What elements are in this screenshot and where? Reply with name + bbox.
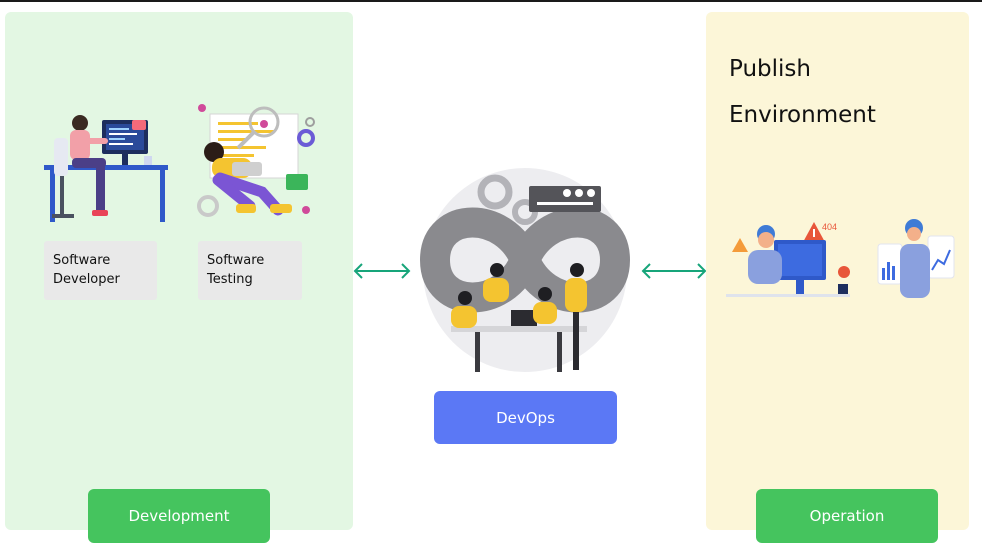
software-developer-label: Software Developer [44, 241, 157, 300]
tester-illustration-icon [197, 104, 315, 217]
developer-label-line2: Developer [53, 272, 120, 287]
testing-label-line2: Testing [207, 272, 253, 287]
right-double-arrow-icon [641, 263, 707, 279]
devops-team-illustration-icon [419, 168, 631, 372]
error-404-illustration-icon: 404 [726, 222, 850, 297]
development-button[interactable]: Development [88, 489, 270, 543]
left-double-arrow-icon [353, 263, 411, 279]
top-border [0, 0, 982, 2]
error-code-text: 404 [822, 222, 837, 232]
software-testing-label: Software Testing [198, 241, 302, 300]
analytics-illustration-icon [877, 219, 955, 298]
publish-environment-heading: Publish Environment [729, 46, 876, 138]
developer-illustration-icon [44, 115, 168, 222]
testing-label-line1: Software [207, 253, 265, 268]
devops-button[interactable]: DevOps [434, 391, 617, 444]
developer-label-line1: Software [53, 253, 111, 268]
heading-line2: Environment [729, 102, 876, 128]
operation-button[interactable]: Operation [756, 489, 938, 543]
heading-line1: Publish [729, 56, 811, 82]
